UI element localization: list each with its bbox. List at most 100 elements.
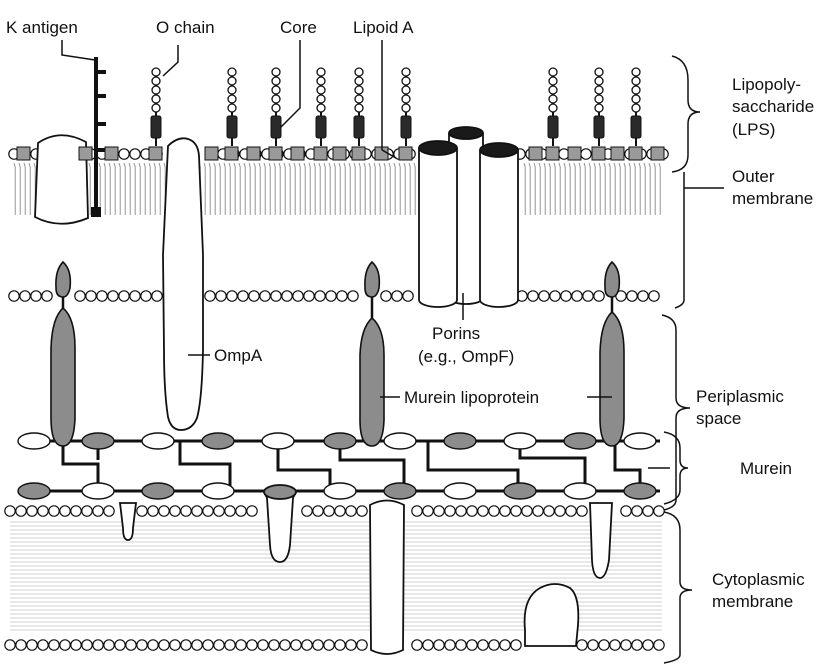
membrane-circle <box>93 506 103 516</box>
murein-oval <box>564 433 596 449</box>
membrane-circle <box>291 640 301 650</box>
label-cytoplasmic-line2: membrane <box>712 592 793 611</box>
o-chain-sugar <box>402 68 410 76</box>
membrane-circle <box>599 640 609 650</box>
membrane-circle <box>348 291 358 301</box>
o-chain-sugar <box>355 77 363 85</box>
o-chain-sugar <box>595 104 603 112</box>
membrane-circle <box>20 291 30 301</box>
label-o-chain: O chain <box>156 18 215 37</box>
lipid-a-headgroup <box>529 147 542 160</box>
lipid-a-headgroup <box>314 147 327 160</box>
membrane-protein-cap <box>264 485 296 499</box>
o-chain-sugar <box>152 77 160 85</box>
murein-oval <box>444 433 476 449</box>
o-chain-sugar <box>152 68 160 76</box>
membrane-circle <box>104 640 114 650</box>
membrane-circle <box>522 506 532 516</box>
membrane-circle <box>572 291 582 301</box>
o-chain-sugar <box>632 86 640 94</box>
membrane-circle <box>214 640 224 650</box>
porin-cylinder-right <box>480 150 518 307</box>
membrane-circle <box>357 640 367 650</box>
membrane-circle <box>654 506 664 516</box>
core-oligosaccharide <box>227 116 237 138</box>
murein-oval <box>18 483 50 499</box>
o-chain-sugar <box>272 68 280 76</box>
membrane-circle <box>260 291 270 301</box>
label-lps-line3: (LPS) <box>732 120 775 139</box>
label-ompa: OmpA <box>214 346 263 365</box>
o-chain-sugar <box>632 95 640 103</box>
murein-oval <box>624 483 656 499</box>
label-porins-line2: (e.g., OmpF) <box>418 347 514 366</box>
membrane-circle <box>82 506 92 516</box>
membrane-spanning-protein <box>370 501 404 655</box>
membrane-circle <box>258 640 268 650</box>
membrane-circle <box>214 506 224 516</box>
membrane-protein-blob <box>525 584 579 646</box>
lipid-a-headgroup <box>225 147 238 160</box>
core-oligosaccharide <box>316 116 326 138</box>
murein-oval <box>324 433 356 449</box>
o-chain-sugar <box>228 68 236 76</box>
membrane-circle <box>561 291 571 301</box>
label-outer-line2: membrane <box>732 189 813 208</box>
membrane-circle <box>467 506 477 516</box>
outer-membrane-lipid-tails <box>14 163 660 215</box>
lipid-a-headgroup <box>105 147 118 160</box>
membrane-circle <box>159 640 169 650</box>
membrane-circle <box>588 640 598 650</box>
murein-oval <box>142 483 174 499</box>
membrane-circle <box>247 506 257 516</box>
membrane-circle <box>205 291 215 301</box>
core-oligosaccharide <box>631 116 641 138</box>
label-cytoplasmic-line1: Cytoplasmic <box>712 570 805 589</box>
membrane-circle <box>346 640 356 650</box>
o-chain-sugar <box>632 68 640 76</box>
label-core: Core <box>280 18 317 37</box>
o-chain-sugar <box>402 95 410 103</box>
membrane-circle <box>137 506 147 516</box>
membrane-circle <box>621 506 631 516</box>
lipid-a-headgroup <box>399 147 412 160</box>
o-chain-sugar <box>317 77 325 85</box>
membrane-circle <box>337 291 347 301</box>
membrane-circle <box>225 506 235 516</box>
membrane-circle <box>357 506 367 516</box>
membrane-circle <box>654 640 664 650</box>
membrane-circle <box>478 506 488 516</box>
k-antigen-chain <box>96 57 106 213</box>
porin-cylinder-left <box>419 148 457 307</box>
o-chain-sugar <box>272 95 280 103</box>
membrane-circle <box>49 640 59 650</box>
membrane-circle <box>583 291 593 301</box>
membrane-circle <box>108 291 118 301</box>
lipoprotein-body <box>600 312 624 446</box>
membrane-circle <box>104 506 114 516</box>
o-chain-sugar <box>355 104 363 112</box>
membrane-circle <box>610 640 620 650</box>
membrane-circle <box>638 291 648 301</box>
membrane-circle <box>203 640 213 650</box>
membrane-circle <box>594 291 604 301</box>
o-chain-sugar <box>317 86 325 94</box>
porin-cylinder-back-top <box>449 127 483 139</box>
murein-oval <box>18 433 50 449</box>
o-chain-sugar <box>632 104 640 112</box>
lipid-a-headgroup <box>291 147 304 160</box>
membrane-circle <box>445 506 455 516</box>
membrane-circle <box>550 291 560 301</box>
membrane-circle <box>181 640 191 650</box>
membrane-circle <box>152 291 162 301</box>
membrane-circle <box>227 291 237 301</box>
o-chain-sugar <box>228 104 236 112</box>
membrane-circle <box>93 640 103 650</box>
membrane-circle <box>302 640 312 650</box>
lipid-a-headgroup <box>79 147 92 160</box>
membrane-circle <box>577 640 587 650</box>
membrane-circle <box>649 291 659 301</box>
k-antigen-anchor <box>91 207 101 217</box>
membrane-circle <box>632 640 642 650</box>
membrane-circle <box>115 640 125 650</box>
